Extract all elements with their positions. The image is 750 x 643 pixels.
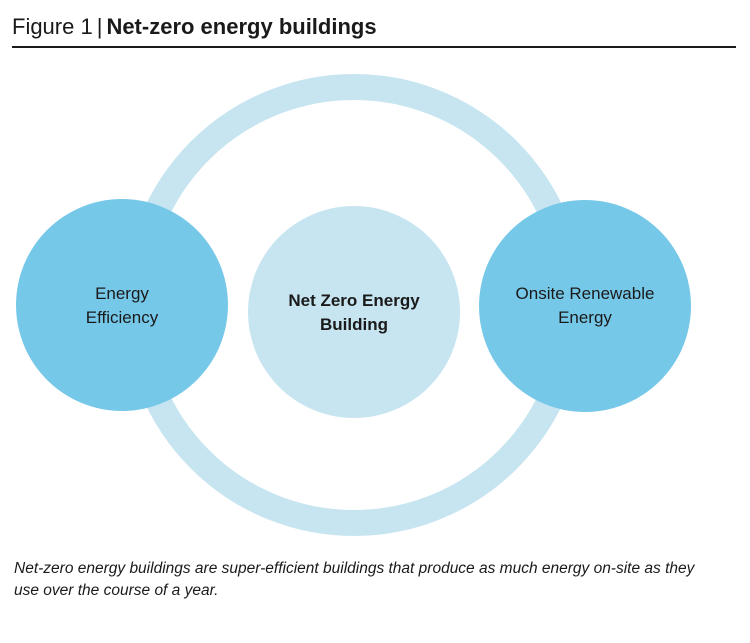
figure-separator: |: [96, 14, 103, 39]
figure-caption: Net-zero energy buildings are super-effi…: [14, 560, 695, 599]
net-zero-building-label: Net Zero Energy Building: [288, 291, 420, 334]
net-zero-building-circle: [248, 206, 460, 418]
figure-label: Figure 1: [12, 14, 93, 39]
energy-efficiency-circle: [16, 199, 228, 411]
energy-efficiency-label: Energy Efficiency: [85, 284, 159, 327]
onsite-renewable-circle: [479, 200, 691, 412]
figure-title: Net-zero energy buildings: [106, 14, 377, 39]
onsite-renewable-label: Onsite Renewable Energy: [515, 284, 655, 327]
figure-header: Figure 1|Net-zero energy buildings: [12, 14, 736, 48]
